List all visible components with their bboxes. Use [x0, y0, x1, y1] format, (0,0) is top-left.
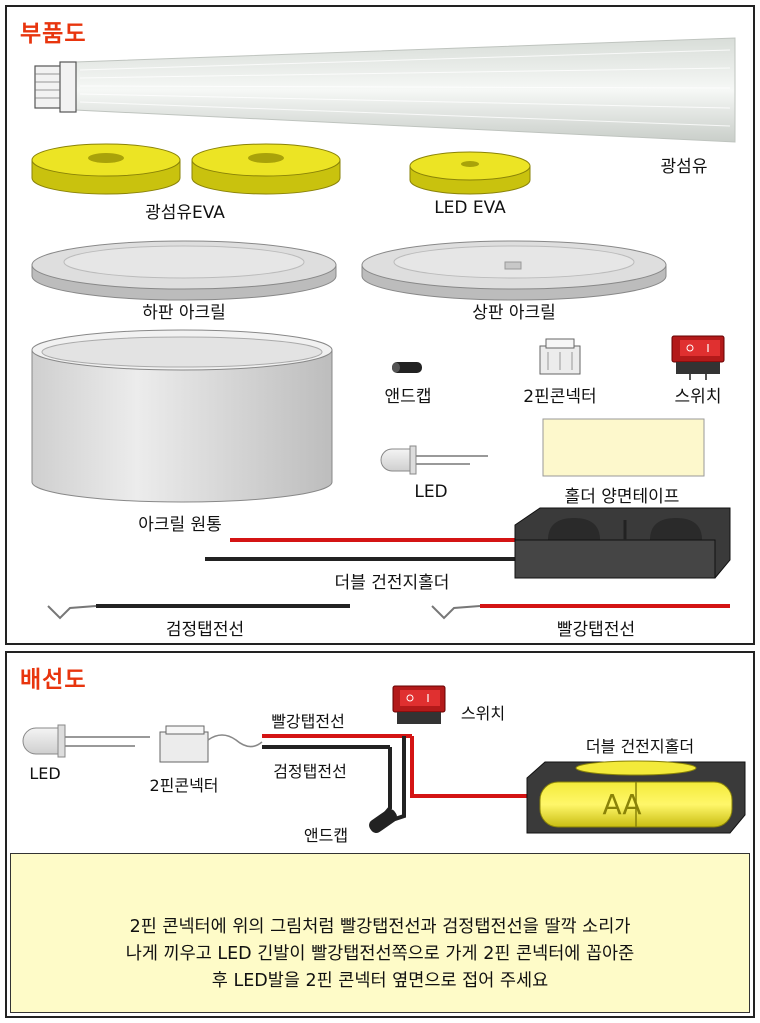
red-wire-label: 빨강탭전선 — [556, 620, 636, 640]
wiring-connector-label: 2핀콘넥터 — [149, 776, 219, 795]
wiring-black-wire-label: 검정탭전선 — [273, 762, 347, 781]
parts-diagram-title: 부품도 — [20, 21, 87, 47]
led-eva-label: LED EVA — [434, 198, 506, 218]
switch-label: 스위치 — [674, 387, 722, 407]
bottom-acrylic-label: 하판 아크릴 — [142, 303, 226, 323]
fiber-eva-ring-2 — [191, 143, 341, 195]
led-eva-ring — [409, 151, 531, 195]
wiring-switch — [392, 685, 446, 724]
top-acrylic-label: 상판 아크릴 — [472, 303, 556, 323]
acrylic-cylinder-label: 아크릴 원통 — [138, 515, 222, 535]
battery-holder-label: 더블 건전지홀더 — [334, 573, 450, 593]
end-cap-label: 앤드캡 — [384, 387, 432, 407]
fiber-eva-label: 광섬유EVA — [145, 203, 225, 223]
connector-label: 2핀콘넥터 — [523, 387, 597, 407]
instruction-line-3: 후 LED발을 2핀 콘넥터 옆면으로 접어 주세요 — [211, 971, 549, 991]
wiring-led — [22, 724, 150, 758]
battery-aa-text: AA — [602, 788, 642, 821]
red-tab-wire-part — [431, 604, 730, 620]
optical-fiber-illustration — [34, 37, 736, 143]
instruction-text: 2핀 콘넥터에 위의 그림처럼 빨강탭전선과 검정탭전선을 딸깍 소리가 나게 … — [0, 914, 760, 995]
holder-tape-label: 홀더 양면테이프 — [564, 487, 680, 507]
wiring-end-cap-label: 앤드캡 — [303, 826, 349, 845]
holder-tape-part — [542, 418, 705, 477]
black-wire-label: 검정탭전선 — [165, 620, 245, 640]
led-part — [380, 445, 488, 475]
instruction-line-2: 나게 끼우고 LED 긴발이 빨강탭전선쪽으로 가게 2핀 콘넥터에 꼽아준 — [125, 944, 635, 964]
black-tab-wire-part — [47, 604, 350, 620]
wiring-battery-holder — [526, 760, 746, 834]
instruction-note-box — [10, 853, 750, 1013]
top-acrylic-plate — [361, 240, 667, 301]
wiring-end-cap — [369, 809, 397, 833]
acrylic-cylinder — [31, 329, 333, 503]
fiber-eva-ring-1 — [31, 143, 181, 195]
switch-part — [671, 335, 725, 380]
wiring-switch-label: 스위치 — [460, 704, 506, 723]
wiring-red-wire-label: 빨강탭전선 — [271, 712, 345, 731]
wiring-diagram-title: 배선도 — [20, 667, 87, 693]
bottom-acrylic-plate — [31, 240, 337, 301]
battery-holder-part — [205, 507, 731, 579]
connector-part — [539, 338, 581, 375]
wiring-connector — [159, 725, 263, 763]
instruction-line-1: 2핀 콘넥터에 위의 그림처럼 빨강탭전선과 검정탭전선을 딸깍 소리가 — [129, 917, 631, 937]
optical-fiber-label: 광섬유 — [660, 157, 708, 177]
end-cap-part — [392, 362, 422, 373]
wiring-led-label: LED — [29, 764, 61, 783]
wiring-battery-holder-label: 더블 건전지홀더 — [585, 737, 695, 756]
led-label: LED — [414, 482, 448, 502]
